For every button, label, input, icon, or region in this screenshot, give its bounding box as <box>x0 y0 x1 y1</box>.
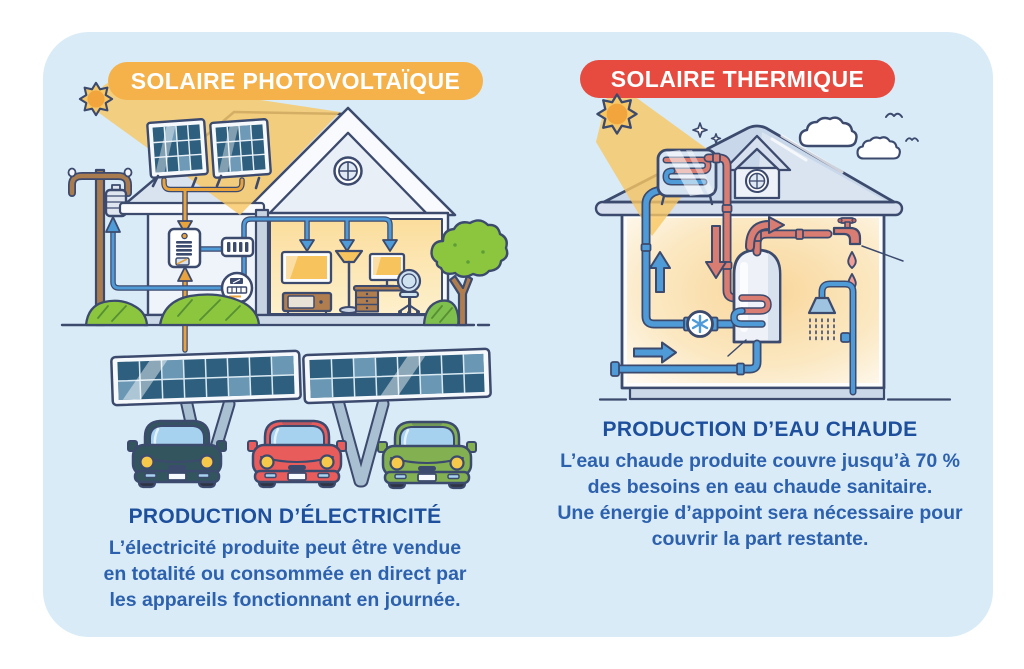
circulation-pump-icon <box>686 310 714 338</box>
house-wiring <box>105 216 398 291</box>
electricity-body-line: les appareils fonctionnant en journée. <box>109 589 461 611</box>
hot-water-outlet <box>745 216 833 257</box>
electricity-meter-icon <box>220 271 254 305</box>
callout-line <box>861 245 904 262</box>
water-tank-icon <box>727 248 782 357</box>
banner-thermal-pill <box>580 60 895 98</box>
hot-water-body-line: Une énergie d’appoint sera nécessaire po… <box>557 502 963 524</box>
carport-solar-panel <box>302 347 492 405</box>
media-cabinet <box>281 291 333 316</box>
sparkle-icon <box>692 122 722 144</box>
hot-water-heading: PRODUCTION D’EAU CHAUDE <box>602 418 918 441</box>
round-gable-window <box>333 156 363 186</box>
bird-icon <box>885 112 919 142</box>
office-chair-icon <box>396 268 422 315</box>
solar-carport <box>110 347 492 490</box>
wall-divider <box>254 208 270 317</box>
flow-arrow-down-icon <box>705 225 727 279</box>
tv-icon <box>280 250 333 285</box>
electricity-heading: PRODUCTION D’ÉLECTRICITÉ <box>128 505 442 528</box>
hot-water-body-line: des besoins en eau chaude sanitaire. <box>587 476 933 498</box>
flow-arrow-right-icon <box>633 341 677 364</box>
sun-icon <box>78 81 114 117</box>
wire-arrow-down-icon <box>177 220 193 234</box>
wire-arrow-up-icon <box>177 266 193 282</box>
panel-mounts <box>151 174 261 190</box>
rooftop-solar-panel <box>146 118 209 179</box>
carport-solar-panel <box>110 349 302 407</box>
car-dark-icon <box>126 418 228 489</box>
rooftop-solar-panel <box>209 118 272 179</box>
hot-water-body-line: L’eau chaude produite couvre jusqu’à 70 … <box>560 450 960 472</box>
shower-spray <box>809 318 835 341</box>
heat-exchanger-coil <box>730 294 772 328</box>
flow-arrow-up-icon <box>649 251 671 293</box>
sun-icon <box>596 93 638 135</box>
grid-feed-arrow-icon <box>105 216 121 233</box>
house-base <box>628 386 886 401</box>
car-red-icon <box>246 418 348 489</box>
dormer-window <box>722 134 792 200</box>
banner-thermal: SOLAIRE THERMIQUE <box>580 60 895 98</box>
car-green-icon <box>376 419 478 490</box>
hot-water-text-block: PRODUCTION D’EAU CHAUDE L’eau chaude pro… <box>535 418 985 552</box>
banner-thermal-label: SOLAIRE THERMIQUE <box>610 65 865 92</box>
shower-valve <box>840 332 851 343</box>
bush-icon <box>84 293 460 327</box>
computer-monitor-icon <box>368 252 406 288</box>
hot-water-pipe <box>703 152 747 303</box>
hot-water-body-line: couvrir la part restante. <box>651 528 869 550</box>
banner-photovoltaic-pill <box>108 62 483 100</box>
banner-photovoltaic: SOLAIRE PHOTOVOLTAÏQUE <box>108 62 483 100</box>
utility-pole <box>67 167 133 327</box>
solar-thermal-collector-icon <box>656 148 718 206</box>
flow-arrow-icon <box>299 239 315 252</box>
flow-arrow-icon <box>339 239 355 252</box>
shower-icon <box>807 280 857 396</box>
banner-photovoltaic-label: SOLAIRE PHOTOVOLTAÏQUE <box>130 67 461 94</box>
electricity-text-block: PRODUCTION D’ÉLECTRICITÉ L’électricité p… <box>60 505 510 613</box>
electricity-body-line: L’électricité produite peut être vendue <box>108 537 462 559</box>
breaker-panel-icon <box>220 236 255 258</box>
cloud-icon <box>798 116 901 160</box>
photovoltaic-illustration <box>60 62 509 490</box>
house-thermal <box>594 124 904 401</box>
cold-water-inlet <box>610 339 762 377</box>
thermal-illustration <box>580 60 952 401</box>
tree-icon <box>430 219 509 327</box>
inverter-icon <box>167 227 202 269</box>
flow-arrow-right-icon <box>768 216 785 234</box>
flow-arrow-icon <box>382 239 398 252</box>
electricity-body-line: en totalité ou consommée en direct par <box>103 563 467 585</box>
